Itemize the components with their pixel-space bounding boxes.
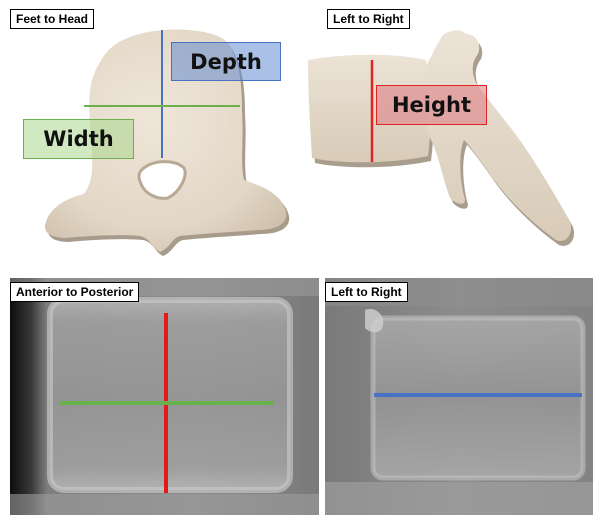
vertebral-body-ct [50, 300, 290, 490]
ct-sagittal-panel: Left to Right [325, 278, 593, 515]
axial-vertebra-panel: Feet to Head Depth Width [0, 0, 300, 262]
lateral-vertebra-illustration [300, 0, 595, 262]
vertebral-body-ct-sagittal [373, 318, 583, 478]
view-label-feet-to-head: Feet to Head [10, 9, 94, 29]
ct-width-line [59, 401, 274, 405]
width-label: Width [23, 119, 134, 159]
ct-depth-line [374, 393, 582, 397]
depth-label: Depth [171, 42, 281, 81]
view-label-left-to-right-top: Left to Right [327, 9, 410, 29]
view-label-anterior-to-posterior: Anterior to Posterior [10, 282, 139, 302]
lateral-vertebra-panel: Left to Right Height [300, 0, 595, 262]
view-label-left-to-right-bottom: Left to Right [325, 282, 408, 302]
posterior-elements [425, 30, 571, 241]
height-label: Height [376, 85, 487, 125]
ct-coronal-panel: Anterior to Posterior [10, 278, 319, 515]
